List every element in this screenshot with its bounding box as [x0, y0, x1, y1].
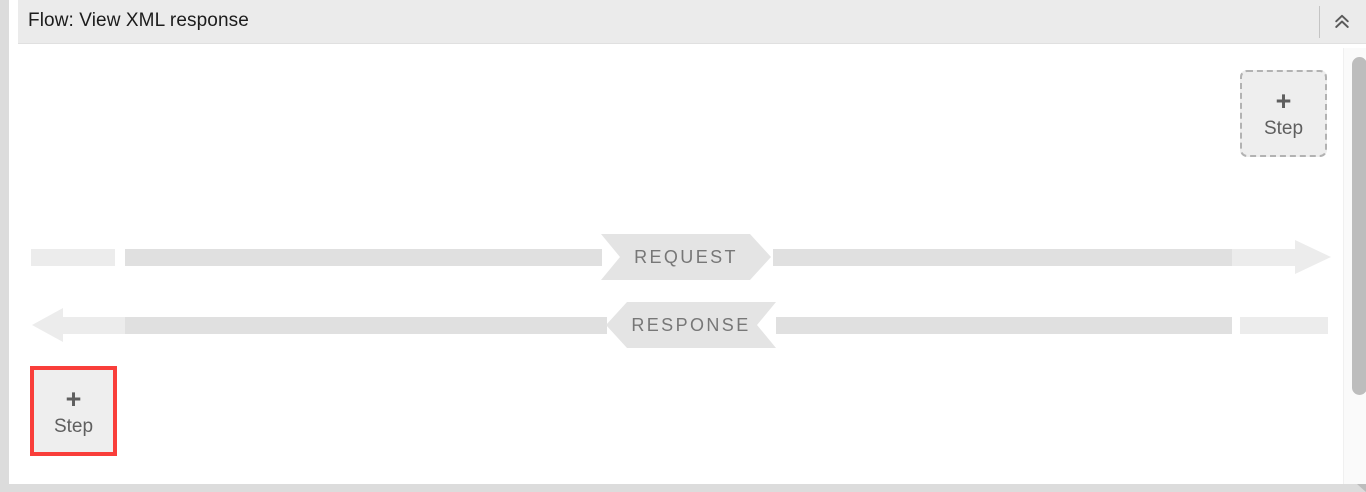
plus-icon: +	[65, 383, 82, 414]
request-label: REQUEST	[634, 246, 738, 267]
response-flow-row: RESPONSE	[18, 302, 1343, 348]
response-label: RESPONSE	[631, 314, 751, 335]
request-flow-row: REQUEST	[18, 234, 1343, 280]
request-bar-start-segment	[31, 249, 115, 266]
request-banner-shape	[601, 234, 771, 280]
response-banner: RESPONSE	[606, 302, 776, 348]
response-banner-shape	[606, 302, 776, 348]
plus-icon: +	[1275, 86, 1292, 116]
response-bar-right	[776, 317, 1232, 334]
header-divider	[1319, 6, 1320, 38]
double-chevron-up-icon	[1332, 12, 1352, 32]
panel-header: Flow: View XML response	[18, 0, 1366, 44]
arrow-right-icon	[1232, 240, 1331, 274]
arrow-left-icon	[32, 308, 126, 342]
response-bar-end-segment	[1240, 317, 1328, 334]
flow-canvas: + Step REQUEST	[18, 44, 1366, 484]
response-bar-left	[125, 317, 607, 334]
page-title: Flow: View XML response	[28, 10, 249, 31]
request-bar-left	[125, 249, 602, 266]
request-banner: REQUEST	[601, 234, 771, 280]
add-step-button-top-right[interactable]: + Step	[1240, 70, 1327, 157]
collapse-panel-button[interactable]	[1320, 0, 1364, 43]
vertical-scrollbar-thumb[interactable]	[1352, 57, 1366, 395]
add-step-label: Step	[53, 415, 94, 437]
add-step-label: Step	[1263, 118, 1304, 139]
request-bar-right	[773, 249, 1232, 266]
add-step-button-bottom-left[interactable]: + Step	[30, 366, 117, 456]
